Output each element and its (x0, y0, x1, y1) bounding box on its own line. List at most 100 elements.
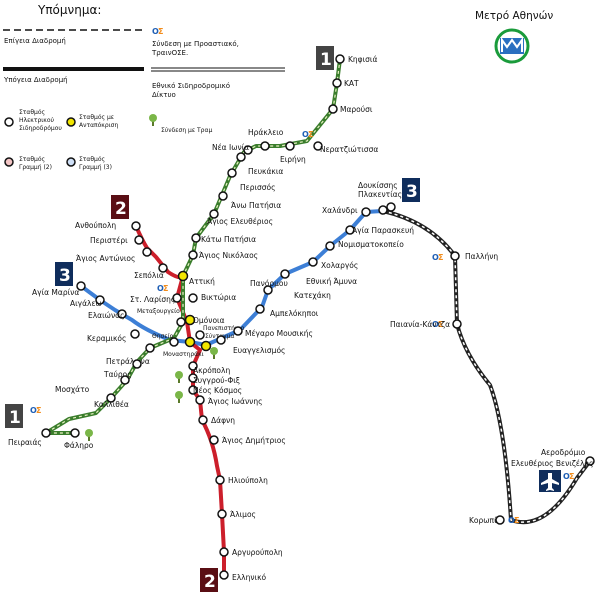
station-kifisia-marker[interactable] (335, 54, 345, 64)
station-doukissis-label-1: Δουκίσσης (358, 181, 398, 190)
station-agios-eleftherios-marker[interactable] (209, 209, 219, 219)
station-faliro-marker[interactable] (70, 428, 80, 438)
station-agios-antonios-marker[interactable] (142, 247, 152, 257)
station-neos-kosmos-marker[interactable] (188, 385, 198, 395)
station-syngrou-fix-marker[interactable] (188, 373, 198, 383)
station-neratziotissa-marker[interactable] (313, 141, 323, 151)
station-koropi-marker[interactable] (495, 515, 505, 525)
legend-underground-label: Υπόγεια Διαδρομή (3, 76, 68, 84)
station-pallini-marker[interactable] (450, 251, 460, 261)
station-kallithea-marker[interactable] (120, 375, 130, 385)
svg-text:1: 1 (9, 408, 21, 428)
legend-interchange-station (66, 117, 76, 127)
station-agios-nikolaos-marker[interactable] (188, 250, 198, 260)
station-peristeri-marker[interactable] (134, 235, 144, 245)
station-panormou-marker[interactable] (263, 285, 273, 295)
svg-text:3: 3 (406, 182, 418, 202)
tram-icon (210, 347, 218, 359)
legend-line3-text-2: Γραμμή (3) (79, 164, 112, 171)
station-petralona-marker[interactable] (145, 343, 155, 353)
station-agios-ioannis-marker[interactable] (195, 395, 205, 405)
svg-text:O: O (157, 284, 164, 293)
station-tavros-marker[interactable] (132, 359, 142, 369)
station-aerodromio-marker[interactable] (585, 456, 595, 466)
station-metaxourgeio-marker[interactable] (176, 317, 186, 327)
svg-text:O: O (302, 130, 309, 139)
station-marousi-label: Μαρούσι (340, 105, 373, 114)
station-perissos-marker[interactable] (227, 168, 237, 178)
station-kerameikos-marker[interactable] (130, 329, 140, 339)
station-anthoupoli-marker[interactable] (131, 221, 141, 231)
station-agios-dimitrios-marker[interactable] (209, 435, 219, 445)
tram-icon (85, 429, 93, 441)
station-omonoia-marker[interactable] (184, 314, 196, 326)
station-eirini-label: Ειρήνη (280, 155, 306, 164)
station-nomismatokopeio-marker[interactable] (345, 225, 355, 235)
legend-rail-1: Εθνικό Σιδηροδρομικό (152, 82, 230, 90)
station-holargos-label: Χολαργός (321, 261, 358, 270)
station-irakleio-marker[interactable] (260, 141, 270, 151)
station-aerodromio-label-2: Ελευθέριος Βενιζέλος (511, 459, 593, 468)
station-agia-marina-label: Αγία Μαρίνα (32, 288, 79, 297)
station-sepolia-label: Σεπόλια (134, 271, 164, 280)
station-evangelismos-marker[interactable] (216, 335, 226, 345)
station-dafni-marker[interactable] (198, 415, 208, 425)
legend-surface-label: Επίγεια Διαδρομή (4, 37, 66, 45)
station-marousi-marker[interactable] (328, 104, 338, 114)
legend-line3-text-1: Σταθμός (79, 156, 105, 163)
station-elliniko-marker[interactable] (219, 570, 229, 580)
station-st-larissis-marker[interactable] (172, 293, 182, 303)
station-sepolia-marker[interactable] (158, 263, 168, 273)
station-pefkakia-marker[interactable] (236, 152, 246, 162)
station-thiseio-marker[interactable] (169, 337, 179, 347)
station-aigaleo-label: Αιγάλεω (70, 299, 102, 308)
svg-text:3: 3 (59, 266, 71, 286)
svg-text:Σ: Σ (308, 130, 313, 139)
legend-title: Υπόμνημα: (37, 3, 101, 17)
station-agia-marina-marker[interactable] (76, 281, 86, 291)
line-3-badge-east: 3 (402, 178, 420, 202)
station-katehaki-marker[interactable] (280, 269, 290, 279)
station-elliniko-label: Ελληνικό (232, 573, 267, 582)
station-halandri-label: Χαλάνδρι (322, 206, 358, 215)
map-title: Μετρό Αθηνών (475, 10, 553, 22)
station-syngrou-fix-label: Συγγρού-Φιξ (193, 376, 240, 385)
station-paiania-kantza-marker[interactable] (452, 319, 462, 329)
station-viktoria-marker[interactable] (188, 293, 198, 303)
station-elaionas-marker[interactable] (117, 309, 127, 319)
station-akropoli-marker[interactable] (188, 361, 198, 371)
station-eirini-marker[interactable] (285, 141, 295, 151)
station-attiki-marker[interactable] (177, 270, 189, 282)
station-peiraias-marker[interactable] (41, 428, 51, 438)
station-ilioupoli-marker[interactable] (215, 475, 225, 485)
station-kato-patisia-marker[interactable] (191, 233, 201, 243)
tram-icon (175, 391, 183, 403)
station-ampelokipoi-marker[interactable] (255, 304, 265, 314)
station-evangelismos-label: Ευαγγελισμός (233, 346, 285, 355)
station-paiania-kantza-label: Παιανία-Κάντζα (390, 320, 450, 329)
station-megaro-mousikis-marker[interactable] (233, 326, 243, 336)
station-kato-patisia-label: Κάτω Πατήσια (201, 235, 256, 244)
station-kat-marker[interactable] (332, 78, 342, 88)
station-nea-ionia-marker[interactable] (243, 145, 253, 155)
station-ano-patisia-marker[interactable] (218, 191, 228, 201)
station-panepistimio-marker[interactable] (195, 330, 205, 340)
station-halandri-marker[interactable] (378, 205, 388, 215)
station-neratziotissa-label: Νερατζιώτισσα (320, 145, 378, 154)
station-neos-kosmos-label: Νέος Κόσμος (193, 386, 242, 395)
svg-text:2: 2 (115, 199, 127, 219)
svg-text:O: O (563, 472, 570, 481)
station-monastiraki-marker[interactable] (184, 336, 196, 348)
station-ethniki-amyna-marker[interactable] (308, 257, 318, 267)
station-doukissis-marker[interactable] (386, 202, 396, 212)
station-aigaleo-marker[interactable] (95, 295, 105, 305)
station-holargos-marker[interactable] (325, 241, 335, 251)
station-argyroupoli-marker[interactable] (219, 547, 229, 557)
stations-layer: Κηφισιά ΚΑΤ Μαρούσι Νερατζιώτισσα Ειρήνη… (8, 54, 595, 582)
station-agia-paraskevi-marker[interactable] (361, 207, 371, 217)
svg-text:Σ: Σ (438, 320, 443, 329)
station-alimos-marker[interactable] (217, 509, 227, 519)
station-moschato-marker[interactable] (106, 393, 116, 403)
station-syntagma-marker[interactable] (200, 340, 212, 352)
